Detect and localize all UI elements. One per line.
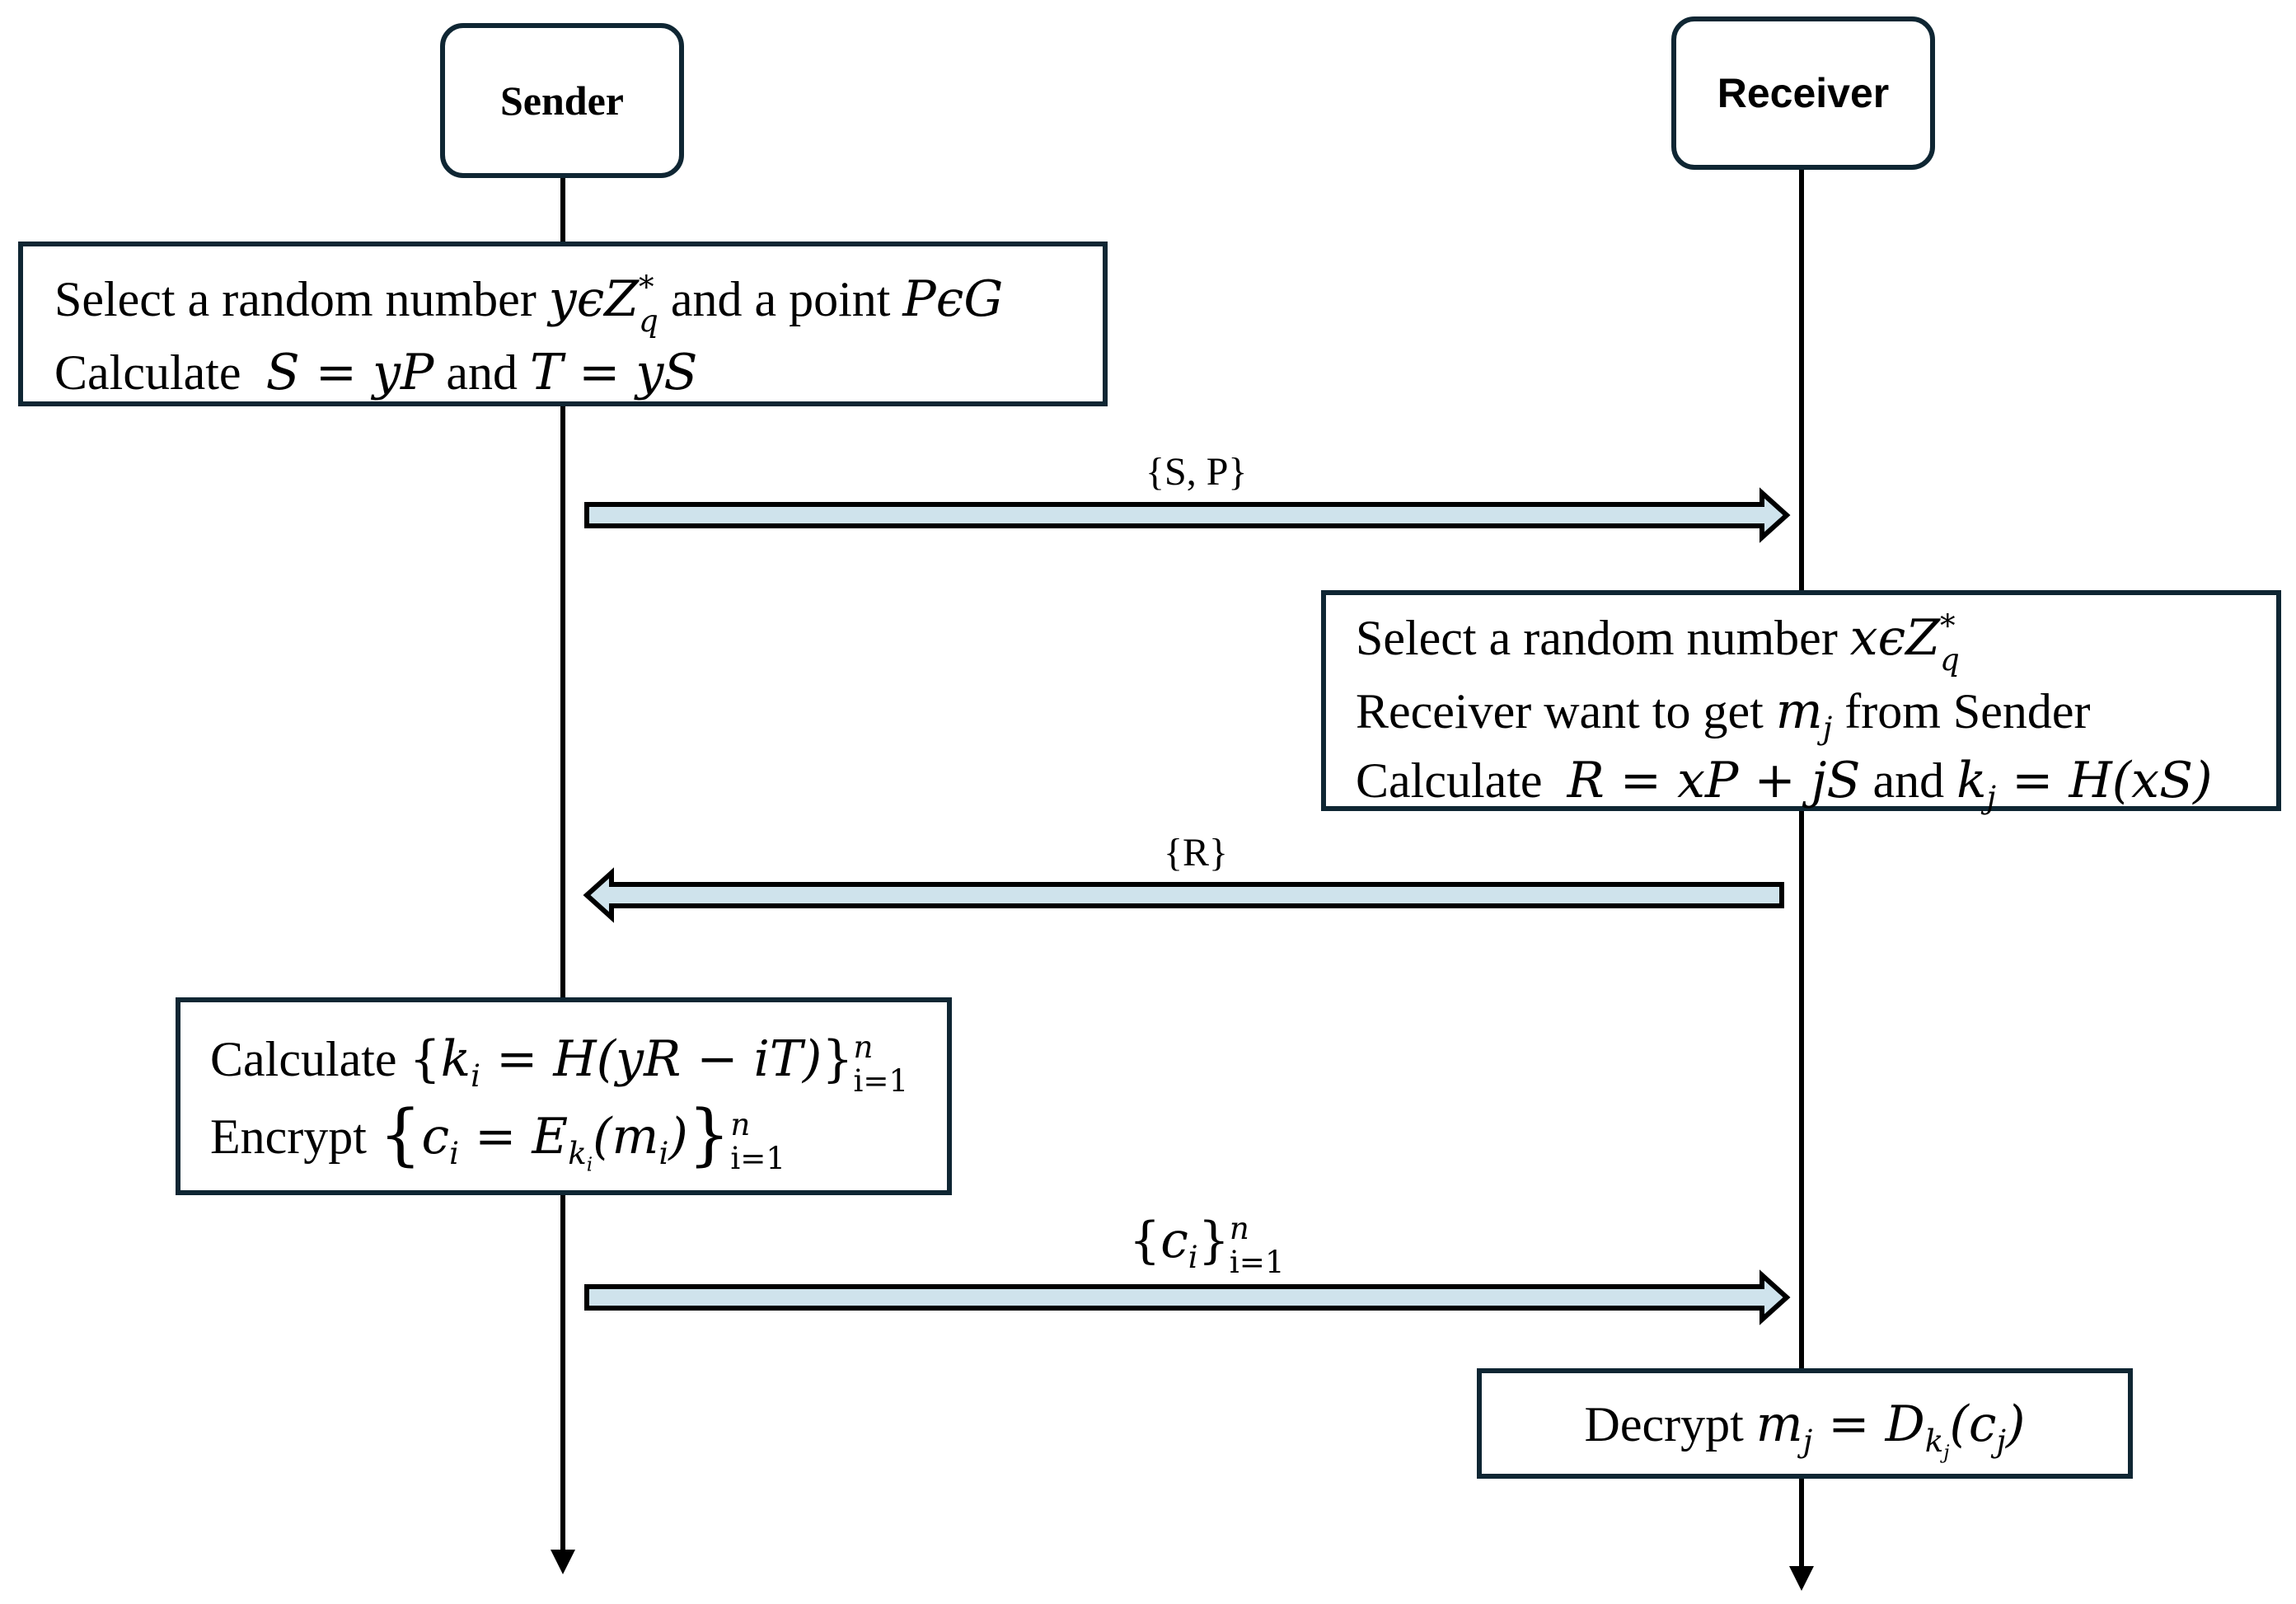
message-arrow-ciphertexts xyxy=(584,1269,1791,1325)
receiver-decrypt-line: Decrypt mj = Dkj(cj) xyxy=(1584,1395,2026,1464)
receiver-setup-line-1: Select a random number xϵZ*q xyxy=(1356,607,1960,678)
receiver-label: Receiver xyxy=(1717,70,1890,116)
sender-lifeline-arrowhead xyxy=(551,1550,575,1574)
sender-actor: Sender xyxy=(440,23,684,178)
receiver-lifeline-arrowhead xyxy=(1789,1566,1814,1591)
message-label-r: {R} xyxy=(1164,831,1229,875)
message-label-s-p: {S, P} xyxy=(1146,450,1248,494)
sender-setup-line-1: Select a random number yϵZ*q and a point… xyxy=(54,269,1004,340)
sender-setup-line-2: Calculate S = yP and T = yS xyxy=(54,344,698,402)
receiver-decrypt-box: Decrypt mj = Dkj(cj) xyxy=(1477,1368,2133,1479)
message-arrow-s-p xyxy=(584,487,1791,543)
receiver-setup-box: Select a random number xϵZ*q Receiver wa… xyxy=(1321,590,2281,813)
receiver-actor: Receiver xyxy=(1671,16,1935,170)
message-arrow-r xyxy=(583,867,1784,923)
sender-label: Sender xyxy=(500,77,624,124)
sender-setup-box: Select a random number yϵZ*q and a point… xyxy=(18,242,1108,406)
receiver-setup-line-2: Receiver want to get mj from Sender xyxy=(1356,682,2091,747)
receiver-setup-line-3: Calculate R = xP + jS and kj = H(xS) xyxy=(1356,752,2213,816)
